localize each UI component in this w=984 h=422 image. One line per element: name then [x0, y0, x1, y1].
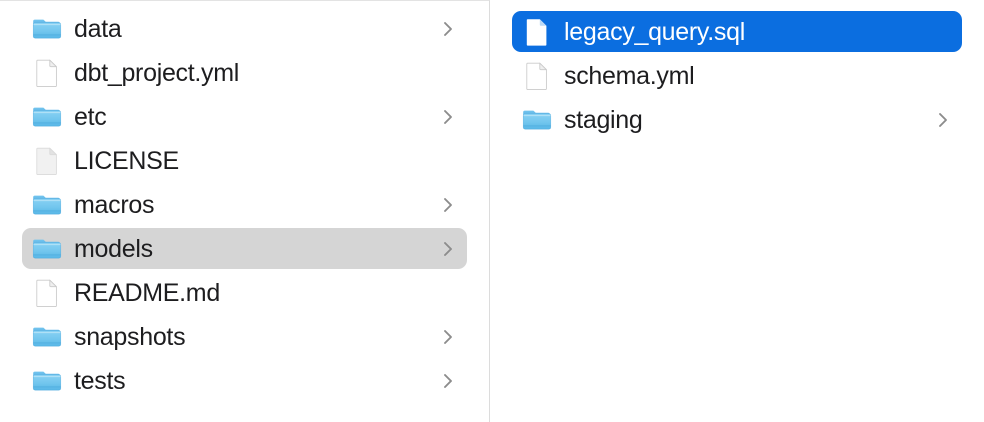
item-label: staging — [564, 105, 643, 134]
folder-row[interactable]: snapshots — [22, 316, 467, 357]
item-label: macros — [74, 190, 155, 219]
file-row[interactable]: legacy_query.sql — [512, 11, 962, 52]
folder-icon — [32, 322, 62, 352]
item-label: dbt_project.yml — [74, 58, 240, 87]
item-label: LICENSE — [74, 146, 179, 175]
item-label: etc — [74, 102, 107, 131]
folder-row[interactable]: staging — [512, 99, 962, 140]
column-parent[interactable]: data dbt_project.yml — [0, 0, 490, 422]
chevron-right-icon — [441, 107, 455, 127]
item-label: data — [74, 14, 122, 43]
document-icon — [522, 17, 552, 47]
chevron-right-icon — [936, 110, 950, 130]
chevron-right-icon — [441, 371, 455, 391]
plain-file-icon — [32, 146, 62, 176]
item-label: tests — [74, 366, 126, 395]
folder-row[interactable]: data — [22, 8, 467, 49]
folder-icon — [32, 190, 62, 220]
file-list-parent: data dbt_project.yml — [0, 1, 489, 401]
file-row[interactable]: LICENSE — [22, 140, 467, 181]
item-label: schema.yml — [564, 61, 695, 90]
document-icon — [32, 278, 62, 308]
folder-icon — [32, 14, 62, 44]
column-child[interactable]: legacy_query.sql schema.yml — [490, 0, 984, 422]
item-label: snapshots — [74, 322, 186, 351]
folder-icon — [32, 366, 62, 396]
file-list-child: legacy_query.sql schema.yml — [490, 0, 984, 140]
item-label: models — [74, 234, 153, 263]
file-row[interactable]: README.md — [22, 272, 467, 313]
document-icon — [32, 58, 62, 88]
item-label: README.md — [74, 278, 220, 307]
file-row[interactable]: dbt_project.yml — [22, 52, 467, 93]
folder-icon — [32, 234, 62, 264]
folder-row[interactable]: tests — [22, 360, 467, 401]
folder-row[interactable]: models — [22, 228, 467, 269]
chevron-right-icon — [441, 19, 455, 39]
folder-icon — [522, 105, 552, 135]
file-row[interactable]: schema.yml — [512, 55, 962, 96]
folder-icon — [32, 102, 62, 132]
chevron-right-icon — [441, 239, 455, 259]
chevron-right-icon — [441, 327, 455, 347]
chevron-right-icon — [441, 195, 455, 215]
item-label: legacy_query.sql — [564, 17, 745, 46]
folder-row[interactable]: macros — [22, 184, 467, 225]
folder-row[interactable]: etc — [22, 96, 467, 137]
document-icon — [522, 61, 552, 91]
